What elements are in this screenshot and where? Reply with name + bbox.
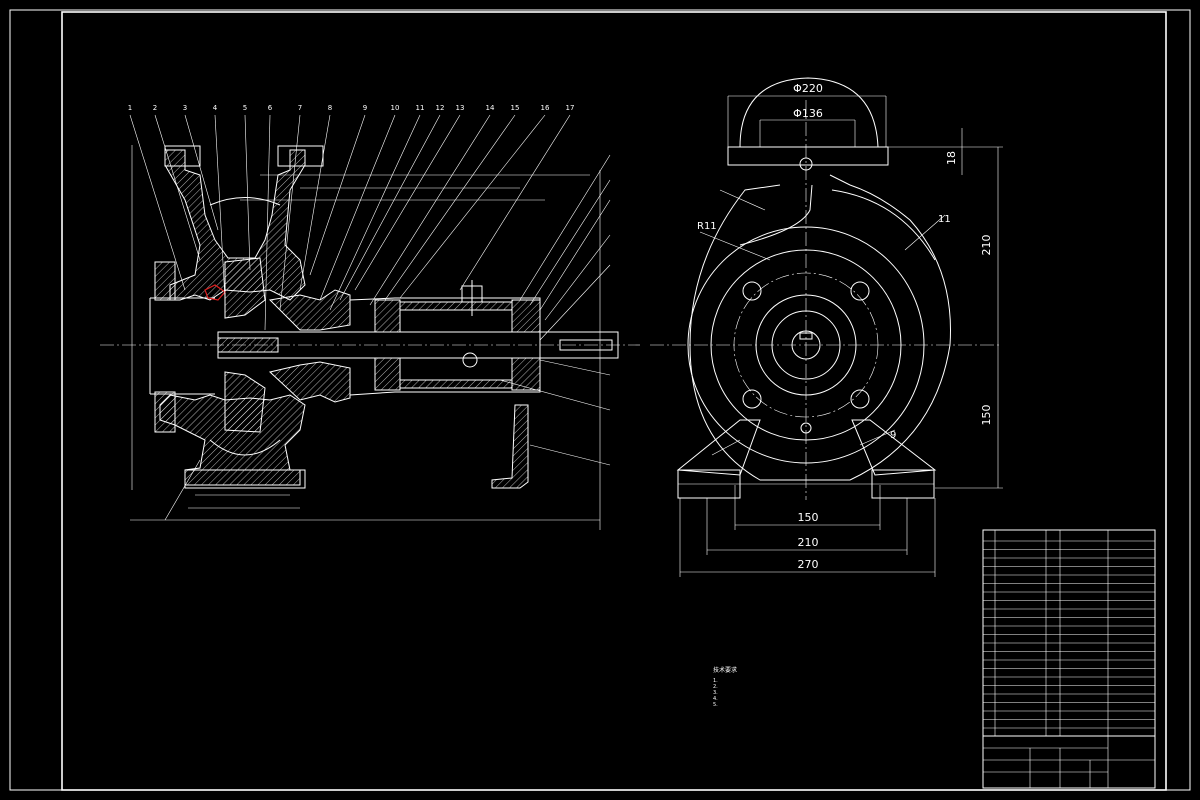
bracket-support xyxy=(491,404,529,489)
flange-left xyxy=(164,145,201,167)
callout-number: 6 xyxy=(268,104,273,112)
dim-9: 9 xyxy=(890,430,896,441)
seal-housing-top xyxy=(268,289,351,331)
foot-left xyxy=(676,419,761,476)
dim-upper-height: 210 xyxy=(980,235,993,256)
foot-right xyxy=(851,419,937,476)
dim-lower-height: 150 xyxy=(980,405,993,426)
bearing-left-bottom xyxy=(374,357,401,391)
technical-notes: 技术要求 1. 2. 3. 4. 5. xyxy=(713,667,843,709)
callout-number: 12 xyxy=(436,104,445,112)
volute-outline xyxy=(689,174,951,481)
note-line: 5. xyxy=(713,702,718,708)
discharge-outline xyxy=(739,77,879,148)
section-dimensions xyxy=(130,145,601,530)
callout-number: 7 xyxy=(298,104,302,112)
dim-11: 11 xyxy=(938,214,951,225)
dim-outer-top: Φ220 xyxy=(793,82,823,95)
dim-flange: 18 xyxy=(945,151,958,165)
dim-radius: R11 xyxy=(697,221,717,232)
shaft-bore xyxy=(791,330,821,360)
callout-number: 11 xyxy=(416,104,425,112)
end-view: Φ220 Φ136 18 210 150 150 210 270 R11 11 … xyxy=(650,77,1003,577)
end-view-dimensions xyxy=(679,95,1003,577)
oil-sight xyxy=(462,352,478,368)
inlet-flange-bottom xyxy=(154,391,176,433)
bearing-right-bottom xyxy=(511,357,541,391)
callout-number: 10 xyxy=(391,104,400,112)
callout-number: 9 xyxy=(363,104,367,112)
callout-number: 15 xyxy=(511,104,520,112)
callout-number: 1 xyxy=(128,104,132,112)
callout-number: 3 xyxy=(183,104,187,112)
callout-number: 14 xyxy=(486,104,495,112)
callout-number: 13 xyxy=(456,104,465,112)
callout-number: 4 xyxy=(213,104,218,112)
bearing-right-top xyxy=(511,299,541,333)
callout-number: 5 xyxy=(243,104,247,112)
volute-tongue xyxy=(739,184,813,246)
note-line: 4. xyxy=(713,696,718,702)
discharge-flange xyxy=(727,146,889,166)
note-line: 1. xyxy=(713,678,718,684)
title-block xyxy=(982,735,1156,789)
callout-number: 17 xyxy=(566,104,575,112)
volute-curve-bottom xyxy=(209,439,281,456)
note-line: 2. xyxy=(713,684,718,690)
bolt-hole xyxy=(850,281,870,301)
parts-list-table xyxy=(982,529,1156,737)
bolt-hole xyxy=(742,389,762,409)
volute-curve-top xyxy=(209,197,281,206)
seal-housing-bottom xyxy=(268,361,351,403)
callout-number: 8 xyxy=(328,104,332,112)
impeller-top xyxy=(224,257,266,319)
dim-150: 150 xyxy=(798,511,819,524)
inner-frame xyxy=(61,11,1167,791)
casing-upper xyxy=(164,149,306,301)
callout-number: 2 xyxy=(153,104,157,112)
notes-title: 技术要求 xyxy=(713,667,738,674)
highlight-mark xyxy=(204,284,226,301)
impeller-nut xyxy=(217,337,279,353)
callout-leaders xyxy=(129,114,611,521)
casing-circle xyxy=(687,226,925,464)
dim-270: 270 xyxy=(798,558,819,571)
bolt-hole xyxy=(742,281,762,301)
bolt-hole xyxy=(850,389,870,409)
impeller-bottom xyxy=(224,371,266,433)
callout-number: 16 xyxy=(541,104,550,112)
dim-inner-top: Φ136 xyxy=(793,107,823,120)
note-line: 3. xyxy=(713,690,718,696)
bearing-bracket xyxy=(349,297,541,396)
inlet-flange-top xyxy=(154,261,176,301)
dim-210: 210 xyxy=(798,536,819,549)
casing-foot xyxy=(184,469,306,489)
shaft-key xyxy=(559,339,613,351)
bearing-left-top xyxy=(374,299,401,333)
bracket-wall-top xyxy=(399,301,513,311)
volute-inner xyxy=(831,189,936,261)
bracket-wall-bottom xyxy=(399,379,513,389)
